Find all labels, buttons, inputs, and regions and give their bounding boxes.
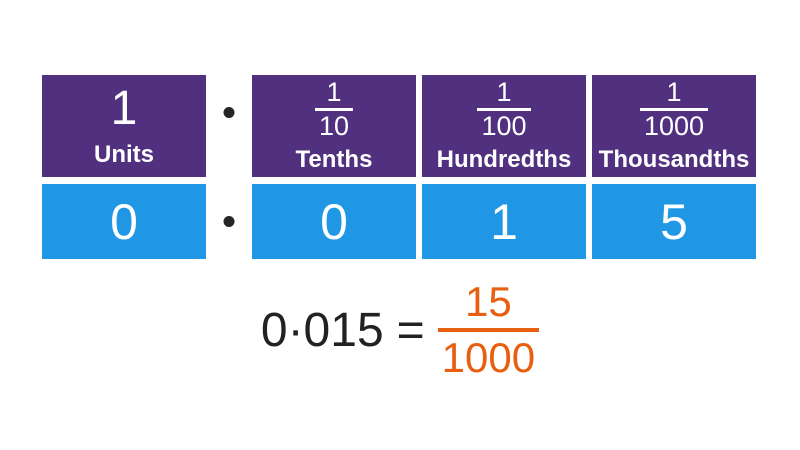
column-units: 1 Units 0 xyxy=(42,75,206,259)
fraction-denominator: 100 xyxy=(477,108,531,140)
decimal-point-column xyxy=(212,75,246,259)
place-value-fraction-tenths: 1 10 xyxy=(314,76,354,141)
header-cell-units: 1 Units xyxy=(42,75,206,177)
fraction-numerator: 1 xyxy=(496,76,512,107)
equation-fraction-numerator: 15 xyxy=(465,278,512,325)
header-cell-thousandths: 1 1000 Thousandths xyxy=(592,75,756,177)
digit-cell-thousandths: 5 xyxy=(592,184,756,259)
decimal-point-dot-header xyxy=(223,107,235,118)
fraction-numerator: 1 xyxy=(666,76,682,107)
place-value-fraction-thousandths: 1 1000 xyxy=(639,76,709,141)
place-value-label-thousandths: Thousandths xyxy=(598,146,750,174)
header-cell-tenths: 1 10 Tenths xyxy=(252,75,416,177)
digit-cell-tenths: 0 xyxy=(252,184,416,259)
place-value-number: 1 xyxy=(110,82,138,135)
equation: 0·015 = 15 1000 xyxy=(0,281,800,379)
equation-fraction: 15 1000 xyxy=(437,278,540,379)
column-hundredths: 1 100 Hundredths 1 xyxy=(422,75,586,259)
digit-cell-hundredths: 1 xyxy=(422,184,586,259)
decimal-point-dot-digit xyxy=(223,216,235,227)
fraction-numerator: 1 xyxy=(326,76,342,107)
place-value-label-hundredths: Hundredths xyxy=(436,146,572,174)
fraction-denominator: 10 xyxy=(314,108,354,140)
column-thousandths: 1 1000 Thousandths 5 xyxy=(592,75,756,259)
column-tenths: 1 10 Tenths 0 xyxy=(252,75,416,259)
equation-decimal-value: 0·015 xyxy=(260,303,384,357)
header-cell-hundredths: 1 100 Hundredths xyxy=(422,75,586,177)
equation-fraction-denominator: 1000 xyxy=(437,328,540,379)
equation-equals-sign: = xyxy=(396,303,425,357)
digit-cell-units: 0 xyxy=(42,184,206,259)
place-value-fraction-hundredths: 1 100 xyxy=(477,76,531,141)
place-value-table: 1 Units 0 1 10 Tenths 0 1 xyxy=(42,75,756,259)
place-value-label-tenths: Tenths xyxy=(295,146,373,174)
fraction-denominator: 1000 xyxy=(639,108,709,140)
place-value-label-units: Units xyxy=(94,141,154,168)
